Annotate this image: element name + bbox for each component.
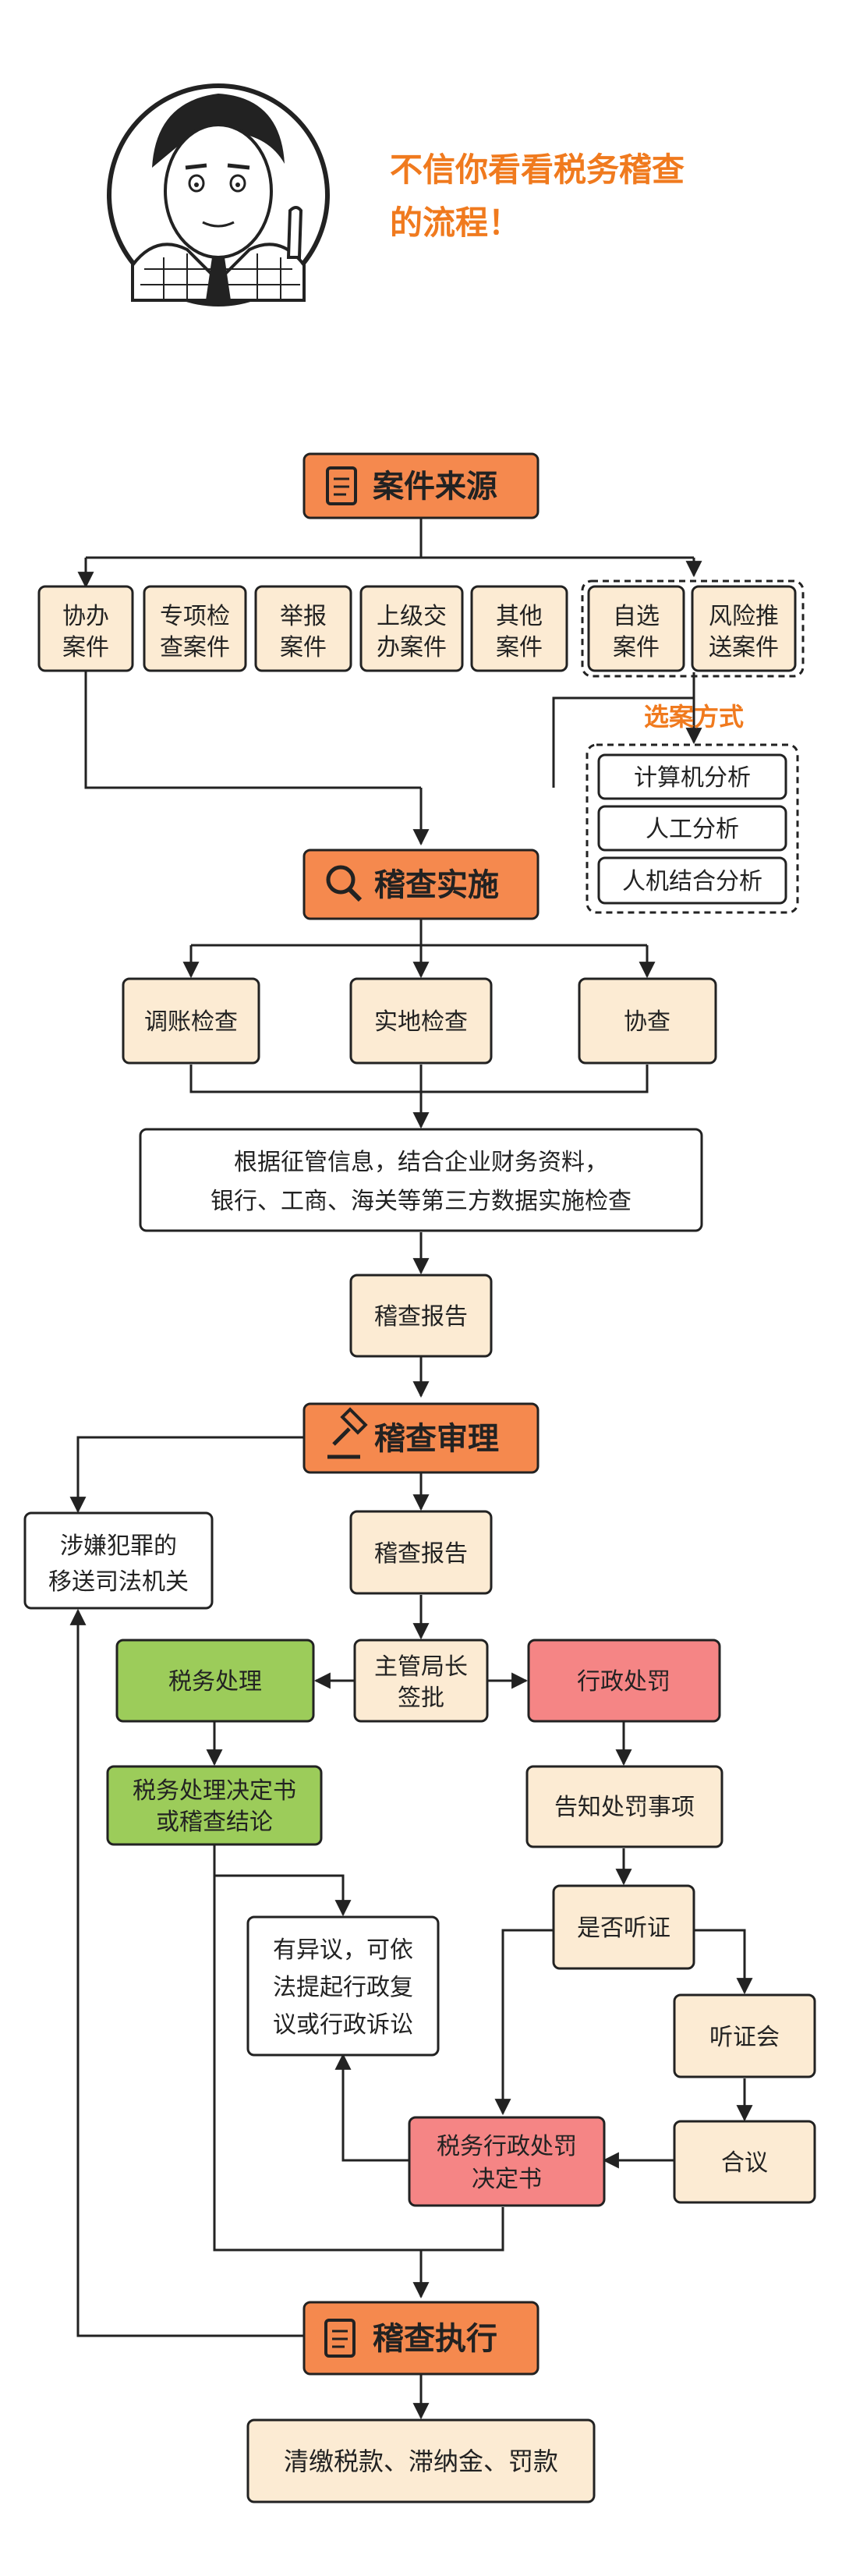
svg-text:计算机分析: 计算机分析 (634, 764, 751, 792)
svg-text:上级交: 上级交 (377, 603, 447, 630)
review-objection: 有异议，可依 法提起行政复 议或行政诉讼 (246, 1915, 440, 2057)
svg-text:查案件: 查案件 (160, 634, 230, 661)
svg-text:案件: 案件 (613, 634, 660, 661)
svg-text:移送司法机关: 移送司法机关 (48, 1568, 189, 1596)
review-deliberate: 合议 (673, 2120, 816, 2204)
svg-text:自选: 自选 (613, 603, 660, 630)
svg-text:合议: 合议 (721, 2149, 768, 2177)
svg-text:稽查报告: 稽查报告 (374, 1303, 468, 1331)
review-hearing-question: 是否听证 (552, 1884, 695, 1970)
svg-text:根据征管信息，结合企业财务资料，: 根据征管信息，结合企业财务资料， (234, 1149, 608, 1176)
svg-text:送案件: 送案件 (709, 634, 779, 661)
gavel-icon (327, 1407, 368, 1459)
svg-text:涉嫌犯罪的: 涉嫌犯罪的 (60, 1532, 177, 1560)
svg-text:举报: 举报 (280, 603, 327, 630)
inspect-basis: 根据征管信息，结合企业财务资料， 银行、工商、海关等第三方数据实施检查 (139, 1128, 703, 1232)
inspect-report: 稽查报告 (349, 1274, 493, 1358)
svg-text:签批: 签批 (398, 1685, 444, 1712)
execution-final: 清缴税款、滞纳金、罚款 (246, 2418, 596, 2503)
header-title-line2: 的流程！ (390, 204, 521, 242)
svg-text:听证会: 听证会 (709, 2024, 780, 2051)
inspect-assist: 协查 (578, 977, 717, 1065)
method-manual: 人工分析 (597, 805, 787, 852)
section-execute-label: 稽查执行 (373, 2321, 497, 2357)
review-admin-penalty: 行政处罚 (527, 1639, 721, 1723)
review-transfer: 涉嫌犯罪的 移送司法机关 (23, 1511, 214, 1610)
review-penalty-decision: 税务行政处罚 决定书 (408, 2116, 606, 2207)
svg-text:协查: 协查 (624, 1008, 670, 1036)
case-special: 专项检 查案件 (143, 585, 247, 672)
svg-text:税务处理: 税务处理 (168, 1668, 262, 1695)
case-report: 举报 案件 (254, 585, 352, 672)
review-tax-handle: 税务处理 (115, 1639, 315, 1723)
case-assist: 协办 案件 (37, 585, 134, 672)
method-computer: 计算机分析 (597, 753, 787, 800)
svg-text:清缴税款、滞纳金、罚款: 清缴税款、滞纳金、罚款 (284, 2447, 558, 2476)
svg-text:案件: 案件 (280, 634, 327, 661)
svg-text:有异议，可依: 有异议，可依 (273, 1936, 413, 1964)
case-superior: 上级交 办案件 (359, 585, 464, 672)
svg-text:人机结合分析: 人机结合分析 (622, 868, 762, 895)
svg-text:是否听证: 是否听证 (577, 1915, 670, 1942)
svg-text:调账检查: 调账检查 (144, 1008, 238, 1036)
svg-text:实地检查: 实地检查 (374, 1008, 468, 1036)
svg-text:税务处理决定书: 税务处理决定书 (133, 1777, 296, 1805)
header-title-line1: 不信你看看税务稽查 (390, 151, 685, 189)
svg-text:其他: 其他 (496, 603, 543, 630)
section-inspect-label: 稽查实施 (374, 867, 499, 903)
section-inspect: 稽查实施 (302, 849, 540, 920)
svg-text:稽查报告: 稽查报告 (374, 1540, 468, 1568)
svg-text:办案件: 办案件 (377, 634, 447, 661)
svg-text:决定书: 决定书 (472, 2166, 542, 2193)
method-combined: 人机结合分析 (597, 856, 787, 905)
svg-text:主管局长: 主管局长 (374, 1653, 468, 1681)
search-icon (326, 865, 363, 902)
connectors (69, 516, 753, 2420)
checklist-icon (324, 2319, 356, 2358)
cartoon-avatar (107, 83, 330, 306)
svg-text:风险推: 风险推 (709, 603, 779, 630)
svg-text:协办: 协办 (62, 603, 109, 630)
svg-text:案件: 案件 (496, 634, 543, 661)
svg-text:案件: 案件 (62, 634, 109, 661)
review-hearing: 听证会 (673, 1993, 816, 2078)
svg-text:告知处罚事项: 告知处罚事项 (554, 1794, 695, 1821)
svg-text:或稽查结论: 或稽查结论 (156, 1809, 273, 1836)
inspect-account: 调账检查 (122, 977, 260, 1065)
svg-text:议或行政诉讼: 议或行政诉讼 (273, 2011, 413, 2039)
review-approve: 主管局长 签批 (353, 1639, 489, 1723)
section-review-label: 稽查审理 (374, 1421, 499, 1457)
review-report: 稽查报告 (349, 1510, 493, 1595)
section-execute: 稽查执行 (302, 2301, 540, 2376)
section-source: 案件来源 (302, 452, 540, 519)
auto-cases-group (581, 579, 805, 678)
inspect-onsite: 实地检查 (349, 977, 493, 1065)
svg-text:法提起行政复: 法提起行政复 (273, 1974, 413, 2001)
review-decision: 税务处理决定书 或稽查结论 (106, 1765, 323, 1846)
review-notify: 告知处罚事项 (525, 1765, 723, 1848)
case-risk-push: 风险推 送案件 (691, 585, 797, 672)
svg-text:人工分析: 人工分析 (646, 816, 739, 843)
svg-text:行政处罚: 行政处罚 (577, 1668, 670, 1695)
document-icon (326, 466, 357, 505)
section-source-label: 案件来源 (373, 469, 497, 505)
selection-label: 选案方式 (644, 702, 744, 732)
case-self-selected: 自选 案件 (587, 585, 685, 672)
case-other: 其他 案件 (470, 585, 568, 672)
svg-text:专项检: 专项检 (160, 603, 230, 630)
svg-text:税务行政处罚: 税务行政处罚 (437, 2133, 577, 2160)
section-review: 稽查审理 (302, 1402, 540, 1474)
svg-text:银行、工商、海关等第三方数据实施检查: 银行、工商、海关等第三方数据实施检查 (210, 1188, 632, 1215)
